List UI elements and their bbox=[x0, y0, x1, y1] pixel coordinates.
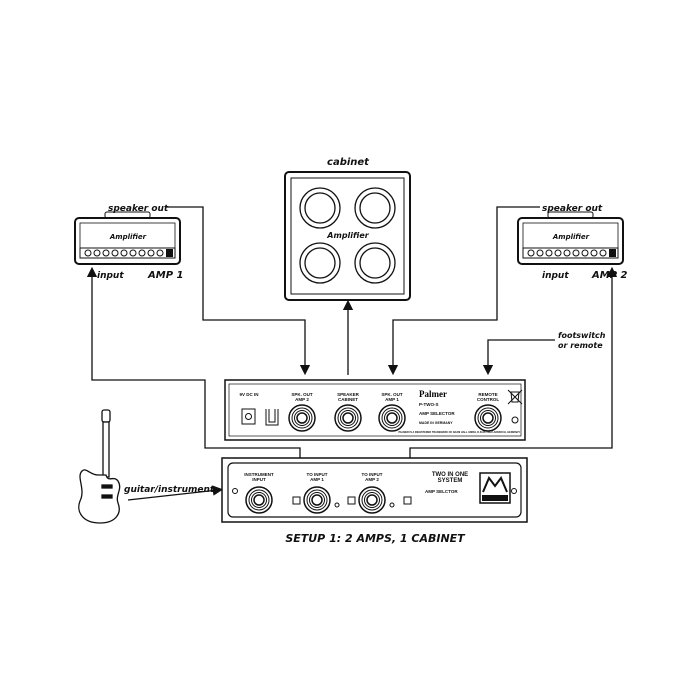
svg-text:Amplifier: Amplifier bbox=[109, 233, 147, 241]
svg-text:SPK. OUT: SPK. OUT bbox=[381, 392, 403, 397]
svg-text:Amplifier: Amplifier bbox=[552, 233, 590, 241]
amp2-label: AMP 2 bbox=[591, 270, 628, 281]
rear-panel: 9V DC IN SPK. OUT AMP 2 SPEAKER CABINET … bbox=[224, 379, 526, 441]
cable-amp1-input bbox=[86, 266, 301, 458]
svg-text:or remote: or remote bbox=[558, 341, 603, 350]
palmer-logo bbox=[479, 472, 511, 504]
amp1-label: AMP 1 bbox=[147, 270, 183, 281]
svg-text:MADE IN GERMANY: MADE IN GERMANY bbox=[419, 421, 453, 425]
cable-amp2-speaker-out bbox=[387, 206, 540, 376]
svg-text:TWO IN ONE: TWO IN ONE bbox=[432, 472, 468, 478]
svg-text:SPK. OUT: SPK. OUT bbox=[291, 392, 313, 397]
svg-text:PALMER IS A REGISTERED TRADEMA: PALMER IS A REGISTERED TRADEMARK OF ADAM… bbox=[398, 431, 520, 434]
svg-text:AMP 2: AMP 2 bbox=[295, 397, 309, 402]
svg-text:CABINET: CABINET bbox=[338, 397, 358, 402]
ground-lift-switch-1 bbox=[292, 496, 301, 505]
amp1-head: Amplifier bbox=[74, 211, 181, 265]
svg-text:TO INPUT: TO INPUT bbox=[307, 472, 328, 477]
svg-text:INPUT: INPUT bbox=[252, 477, 266, 482]
ground-lift-switch-2 bbox=[347, 496, 356, 505]
footswitch-label: footswitch bbox=[558, 331, 606, 340]
svg-text:AMP 1: AMP 1 bbox=[310, 477, 324, 482]
svg-text:Amplifier: Amplifier bbox=[326, 231, 369, 240]
weee-icon bbox=[507, 389, 523, 424]
svg-text:CONTROL: CONTROL bbox=[477, 397, 499, 402]
amp1-speaker-out-label: speaker out bbox=[108, 204, 169, 214]
amp1-input-label: input bbox=[97, 271, 124, 281]
cable-amp1-speaker-out bbox=[165, 206, 311, 376]
svg-text:AMP 1: AMP 1 bbox=[385, 397, 399, 402]
svg-text:AMP 2: AMP 2 bbox=[365, 477, 379, 482]
svg-text:9V DC IN: 9V DC IN bbox=[239, 392, 258, 397]
front-panel: INSTRUMENT INPUT TO INPUT AMP 1 TO INPUT… bbox=[221, 457, 528, 523]
svg-text:INSTRUMENT: INSTRUMENT bbox=[244, 472, 274, 477]
amp2-head: Amplifier bbox=[517, 211, 624, 265]
svg-text:Palmer: Palmer bbox=[419, 389, 447, 399]
setup-caption: SETUP 1: 2 AMPS, 1 CABINET bbox=[285, 532, 466, 545]
svg-text:REMOTE: REMOTE bbox=[478, 392, 497, 397]
cable-footswitch bbox=[482, 339, 555, 376]
guitar-icon bbox=[78, 409, 121, 524]
svg-text:AMP SELCTOR: AMP SELCTOR bbox=[425, 489, 458, 494]
guitar-label: guitar/instrument bbox=[124, 485, 215, 495]
svg-text:SPEAKER: SPEAKER bbox=[337, 392, 360, 397]
cable-guitar bbox=[127, 485, 224, 501]
svg-text:SYSTEM: SYSTEM bbox=[438, 478, 463, 484]
amp2-input-label: input bbox=[542, 271, 569, 281]
amp-switch bbox=[403, 496, 412, 505]
amp2-speaker-out-label: speaker out bbox=[542, 204, 603, 214]
svg-text:P-TWO-S: P-TWO-S bbox=[419, 402, 439, 407]
svg-text:TO INPUT: TO INPUT bbox=[362, 472, 383, 477]
speaker-cabinet: Amplifier bbox=[284, 171, 411, 301]
svg-text:AMP SELECTOR: AMP SELECTOR bbox=[419, 411, 455, 416]
cabinet-label: cabinet bbox=[327, 157, 370, 168]
cable-amp2-input bbox=[409, 266, 618, 458]
cables bbox=[86, 206, 618, 501]
